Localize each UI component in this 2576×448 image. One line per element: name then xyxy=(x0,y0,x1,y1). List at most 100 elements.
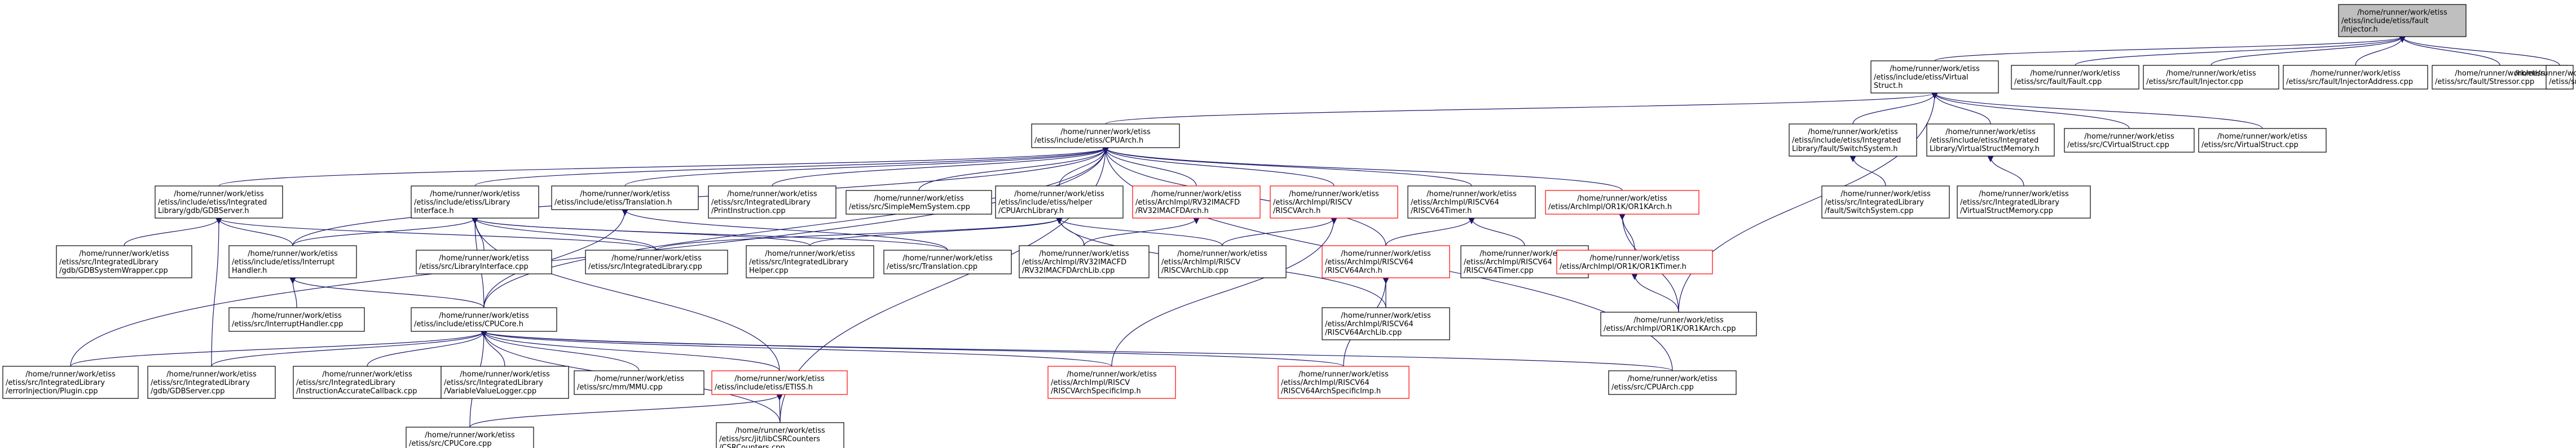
node-box xyxy=(1789,123,1917,157)
node-box xyxy=(411,307,557,332)
file-node-riscv-arch-specific-imp-h[interactable]: /home/runner/work/etiss/etiss/ArchImpl/R… xyxy=(1047,366,1176,399)
node-box xyxy=(1926,123,2055,157)
edge-cpu-arch-h-to-interrupt-handler-h xyxy=(292,147,1109,246)
dependency-edge xyxy=(481,331,640,371)
node-label-line: /etiss/src/fault/Trigger.cpp xyxy=(2549,78,2576,86)
file-node-fault-injector-h[interactable]: /home/runner/work/etiss/etiss/include/et… xyxy=(2338,4,2467,37)
file-node-virtual-struct-h[interactable]: /home/runner/work/etiss/etiss/include/et… xyxy=(1870,60,1999,94)
file-node-cpu-arch-h[interactable]: /home/runner/work/etiss/etiss/include/et… xyxy=(1031,123,1180,148)
file-node-error-injection-plugin-cpp[interactable]: /home/runner/work/etiss/etiss/src/Integr… xyxy=(2,366,139,399)
node-label-line: /etiss/src/IntegratedLibrary xyxy=(6,379,105,387)
file-node-csr-counters-cpp[interactable]: /home/runner/work/etiss/etiss/src/jit/li… xyxy=(716,422,844,448)
dependency-edge xyxy=(215,218,657,251)
file-node-riscv64-timer-h[interactable]: /home/runner/work/etiss/etiss/ArchImpl/R… xyxy=(1407,185,1536,219)
file-node-cpu-core-cpp[interactable]: /home/runner/work/etiss/etiss/src/CPUCor… xyxy=(406,427,534,448)
edge-virtual-struct-h-to-virtual-struct-cpp xyxy=(1931,92,2263,129)
node-label-line: /fault/SwitchSystem.cpp xyxy=(1825,207,1914,215)
file-node-cpu-arch-library-h[interactable]: /home/runner/work/etiss/etiss/include/et… xyxy=(995,185,1124,219)
node-box xyxy=(2546,65,2574,90)
dependency-edge xyxy=(2075,36,2406,66)
file-node-rv32imacfd-arch-h[interactable]: /home/runner/work/etiss/etiss/ArchImpl/R… xyxy=(1132,185,1261,219)
dependency-edge xyxy=(1102,147,1623,191)
node-box xyxy=(1322,307,1450,340)
node-label-line: /home/runner/work/etiss xyxy=(79,250,169,258)
file-node-riscv-arch-h[interactable]: /home/runner/work/etiss/etiss/ArchImpl/R… xyxy=(1270,185,1398,219)
file-node-virtual-struct-memory-h[interactable]: /home/runner/work/etiss/etiss/include/et… xyxy=(1926,123,2055,157)
file-node-riscv-arch-lib-cpp[interactable]: /home/runner/work/etiss/etiss/ArchImpl/R… xyxy=(1158,245,1287,278)
file-node-print-instruction-cpp[interactable]: /home/runner/work/etiss/etiss/src/Integr… xyxy=(708,185,836,219)
file-node-fault-fault-cpp[interactable]: /home/runner/work/etiss/etiss/src/fault/… xyxy=(2011,65,2139,90)
file-node-cpu-arch-cpp[interactable]: /home/runner/work/etiss/etiss/src/CPUArc… xyxy=(1608,370,1737,395)
file-node-or1k-arch-h[interactable]: /home/runner/work/etiss/etiss/ArchImpl/O… xyxy=(1545,190,1699,215)
file-node-library-interface-h[interactable]: /home/runner/work/etiss/etiss/include/et… xyxy=(411,185,539,219)
file-node-fault-injectoraddress-cpp[interactable]: /home/runner/work/etiss/etiss/src/fault/… xyxy=(2283,65,2428,90)
edge-cpu-arch-h-to-or1k-arch-h xyxy=(1102,147,1623,191)
node-box xyxy=(56,245,192,278)
file-node-riscv64-arch-specific-imp-h[interactable]: /home/runner/work/etiss/etiss/ArchImpl/R… xyxy=(1278,366,1410,399)
node-label-line: /home/runner/work/etiss xyxy=(1177,250,1267,258)
node-label-line: /RISCVArchSpecificImp.h xyxy=(1051,387,1141,396)
dependency-edge xyxy=(622,209,948,251)
node-label-line: /RV32IMACFDArch.h xyxy=(1135,207,1209,215)
node-label-line: /etiss/src/fault/InjectorAddress.cpp xyxy=(2286,78,2413,86)
node-label-line: /etiss/src/IntegratedLibrary xyxy=(711,198,811,207)
node-box xyxy=(1158,245,1287,278)
node-label-line: /etiss/ArchImpl/RV32IMACFD xyxy=(1135,198,1240,207)
node-label-line: /etiss/src/fault/Stressor.cpp xyxy=(2435,78,2534,86)
file-node-or1k-timer-h[interactable]: /home/runner/work/etiss/etiss/ArchImpl/O… xyxy=(1556,250,1713,274)
file-node-gdb-server-h[interactable]: /home/runner/work/etiss/etiss/include/et… xyxy=(155,185,283,219)
node-label-line: /home/runner/work/etiss xyxy=(1577,194,1667,203)
node-label-line: /etiss/ArchImpl/RV32IMACFD xyxy=(1022,258,1126,267)
file-node-virtual-struct-cpp[interactable]: /home/runner/work/etiss/etiss/src/Virtua… xyxy=(2198,128,2327,153)
file-node-c-virtual-struct-cpp[interactable]: /home/runner/work/etiss/etiss/src/CVirtu… xyxy=(2064,128,2195,153)
file-node-interrupt-handler-cpp[interactable]: /home/runner/work/etiss/etiss/src/Interr… xyxy=(228,307,365,332)
file-node-mm-mmu-cpp[interactable]: /home/runner/work/etiss/etiss/src/mm/MMU… xyxy=(574,370,704,395)
edge-cpu-core-h-to-mm-mmu-cpp xyxy=(481,331,640,371)
node-label-line: /home/runner/work/etiss xyxy=(734,375,825,383)
dependency-edge xyxy=(481,331,1112,367)
node-box xyxy=(2064,128,2195,153)
edge-fault-injector-h-to-fault-trigger-cpp xyxy=(2399,36,2560,66)
file-node-riscv64-arch-lib-cpp[interactable]: /home/runner/work/etiss/etiss/ArchImpl/R… xyxy=(1322,307,1450,340)
edge-library-interface-h-to-integrated-library-cpp xyxy=(472,218,657,251)
file-node-etiss-h[interactable]: /home/runner/work/etiss/etiss/include/et… xyxy=(711,370,848,395)
file-node-fault-stressor-cpp[interactable]: /home/runner/work/etiss/etiss/src/fault/… xyxy=(2432,65,2568,90)
dependency-edge xyxy=(1084,218,1200,246)
dependency-edge xyxy=(1105,92,1938,125)
node-box xyxy=(1870,60,1999,94)
node-label-line: /home/runner/work/etiss xyxy=(2455,69,2545,78)
file-node-interrupt-handler-h[interactable]: /home/runner/work/etiss/etiss/include/et… xyxy=(228,245,357,278)
node-label-line: /Injector.h xyxy=(2341,25,2378,34)
file-node-translation-h[interactable]: /home/runner/work/etiss/etiss/include/et… xyxy=(551,185,699,210)
node-label-line: /PrintInstruction.cpp xyxy=(711,207,786,215)
file-node-translation-cpp[interactable]: /home/runner/work/etiss/etiss/src/Transl… xyxy=(883,250,1012,274)
file-node-gdb-server-cpp[interactable]: /home/runner/work/etiss/etiss/src/Integr… xyxy=(147,366,276,399)
file-node-integrated-library-helper-cpp[interactable]: /home/runner/work/etiss/etiss/src/Integr… xyxy=(746,245,874,278)
node-label-line: /RV32IMACFDArchLib.cpp xyxy=(1022,267,1115,275)
node-label-line: /home/runner/work/etiss xyxy=(1341,250,1431,258)
file-node-integrated-library-cpp[interactable]: /home/runner/work/etiss/etiss/src/Integr… xyxy=(585,250,728,274)
file-node-virtual-struct-memory-cpp[interactable]: /home/runner/work/etiss/etiss/src/Integr… xyxy=(1957,185,2091,219)
file-node-gdb-system-wrapper-cpp[interactable]: /home/runner/work/etiss/etiss/src/Integr… xyxy=(56,245,192,278)
node-label-line: /home/runner/work/etiss xyxy=(1627,375,1718,383)
dependency-edge xyxy=(656,218,1063,251)
file-node-rv32imacfd-arch-lib-cpp[interactable]: /home/runner/work/etiss/etiss/ArchImpl/R… xyxy=(1019,245,1150,278)
file-node-riscv64-arch-h[interactable]: /home/runner/work/etiss/etiss/ArchImpl/R… xyxy=(1322,245,1450,278)
node-box xyxy=(406,427,534,448)
file-node-library-interface-cpp[interactable]: /home/runner/work/etiss/etiss/src/Librar… xyxy=(416,250,552,274)
node-label-line: /home/runner/work/etiss xyxy=(248,250,338,258)
file-node-or1k-arch-cpp[interactable]: /home/runner/work/etiss/etiss/ArchImpl/O… xyxy=(1600,312,1757,336)
node-box xyxy=(1957,185,2091,219)
dependency-edge xyxy=(1102,147,1335,187)
file-node-switch-system-cpp[interactable]: /home/runner/work/etiss/etiss/src/Integr… xyxy=(1821,185,1950,219)
file-node-instruction-accurate-callback-cpp[interactable]: /home/runner/work/etiss/etiss/src/Integr… xyxy=(293,366,442,399)
file-node-simple-mem-system-cpp[interactable]: /home/runner/work/etiss/etiss/src/Simple… xyxy=(846,190,992,215)
node-label-line: /home/runner/work/etiss xyxy=(1890,65,1980,73)
file-node-cpu-core-h[interactable]: /home/runner/work/etiss/etiss/include/et… xyxy=(411,307,557,332)
file-node-variable-value-logger-cpp[interactable]: /home/runner/work/etiss/etiss/src/Integr… xyxy=(441,366,569,399)
file-node-switch-system-h[interactable]: /home/runner/work/etiss/etiss/include/et… xyxy=(1789,123,1917,157)
file-node-fault-injector-cpp[interactable]: /home/runner/work/etiss/etiss/src/fault/… xyxy=(2143,65,2279,90)
file-node-fault-trigger-cpp[interactable]: /home/runner/work/etiss/etiss/src/fault/… xyxy=(2515,65,2576,90)
node-label-line: /RISCV64Timer.cpp xyxy=(1464,267,1534,275)
node-label-line: /home/runner/work/etiss xyxy=(25,370,116,379)
